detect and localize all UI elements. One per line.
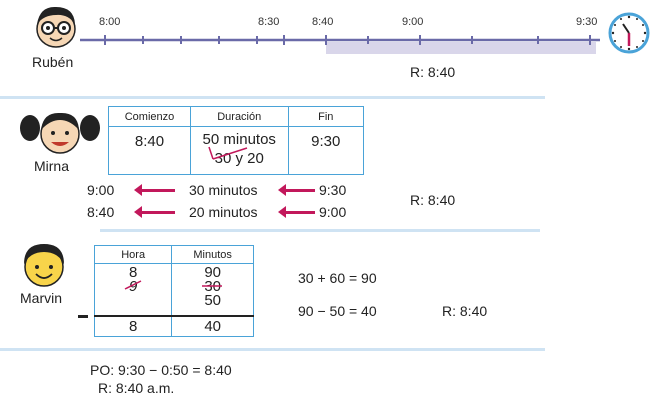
final-answer: R: 8:40 a.m. [98, 380, 175, 396]
tick-label: 8:00 [99, 16, 121, 28]
separator [100, 229, 540, 232]
boy-face-glasses-icon [36, 6, 76, 48]
tick-label: 8:40 [312, 16, 334, 28]
po-operation: PO: 9:30 − 0:50 = 8:40 [90, 362, 232, 378]
original-hour: 9 [128, 278, 138, 295]
mirna-name: Mirna [34, 158, 70, 174]
pink-arrow-left-icon [278, 205, 315, 218]
borrowed-hour: 8 [128, 264, 138, 281]
hour-cell: 8 9 [93, 263, 173, 316]
marvin-equation-2: 90 − 50 = 40 [298, 303, 377, 319]
split-mark [208, 146, 248, 160]
step-middle: 20 minutos [189, 204, 258, 220]
pink-arrow-left-icon [278, 183, 315, 196]
borrowed-minutes: 90 [204, 264, 221, 281]
column-header: Duración [189, 106, 289, 127]
marvin-table: Hora Minutos 8 9 90 30 50 8 40 [93, 245, 254, 337]
step-left: 8:40 [87, 204, 115, 220]
separator [0, 96, 545, 99]
step-left: 9:00 [87, 182, 115, 198]
marvin-answer: R: 8:40 [442, 303, 488, 319]
result-hour: 8 [93, 314, 173, 337]
column-header: Hora [93, 245, 173, 264]
pink-arrow-left-icon [134, 205, 175, 218]
step-right: 9:00 [319, 204, 347, 220]
mirna-step-1: 9:00 30 minutos 9:30 [87, 182, 346, 198]
minutes-cell: 90 30 50 [171, 263, 254, 316]
duration-total: 50 minutos [202, 131, 276, 148]
girl-face-pigtails-icon [20, 112, 100, 154]
start-cell: 8:40 [108, 126, 191, 175]
mirna-answer: R: 8:40 [410, 192, 456, 208]
step-middle: 30 minutos [189, 182, 258, 198]
ruben-answer: R: 8:40 [410, 64, 456, 80]
duration-cell: 50 minutos 30 y 20 [189, 126, 289, 175]
strike-mark [202, 285, 223, 287]
minus-sign [78, 315, 88, 318]
subtrahend-minutes: 50 [204, 292, 221, 309]
result-minutes: 40 [171, 314, 254, 337]
marvin-equation-1: 30 + 60 = 90 [298, 270, 377, 286]
strike-mark [124, 280, 142, 290]
tick-label: 9:00 [402, 16, 424, 28]
column-header: Comienzo [108, 106, 191, 127]
tick-label: 9:30 [576, 16, 598, 28]
mirna-step-2: 8:40 20 minutos 9:00 [87, 204, 346, 220]
clock-icon [608, 12, 650, 54]
timeline [80, 35, 600, 54]
separator [0, 348, 545, 351]
tick-label: 8:30 [258, 16, 280, 28]
column-header: Fin [287, 106, 364, 127]
mirna-table: Comienzo Duración Fin 8:40 50 minutos 30… [108, 106, 364, 175]
end-cell: 9:30 [287, 126, 364, 175]
marvin-name: Marvin [20, 290, 63, 306]
ruben-name: Rubén [32, 54, 74, 70]
pink-arrow-left-icon [134, 183, 175, 196]
step-right: 9:30 [319, 182, 347, 198]
boy-face-smiling-icon [24, 244, 64, 287]
column-header: Minutos [171, 245, 254, 264]
